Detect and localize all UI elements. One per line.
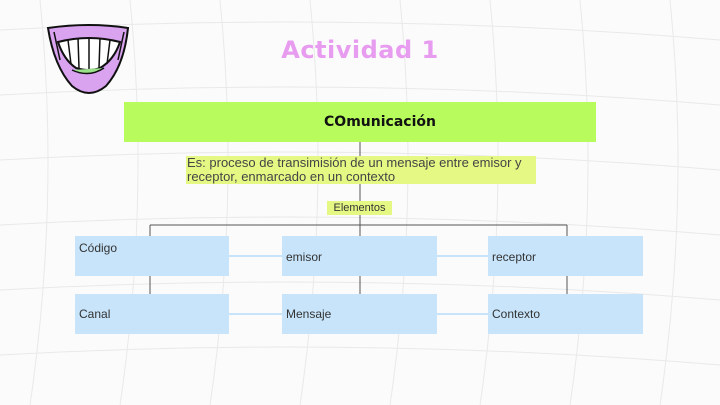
node-codigo: Código [75,236,229,276]
node-label: emisor [286,250,323,264]
node-canal: Canal [75,294,229,334]
node-mensaje: Mensaje [282,294,437,334]
elements-label: Elementos [327,201,392,215]
node-label: Contexto [492,307,541,321]
mouth-teeth-icon [46,24,130,94]
slide-title: Actividad 1 [281,36,439,64]
definition-node: Es: proceso de transimisión de un mensaj… [186,156,536,184]
node-label: Código [79,241,118,255]
node-label: receptor [492,250,537,264]
node-receptor: receptor [488,236,643,276]
node-label: Mensaje [286,307,332,321]
node-emisor: emisor [282,236,437,276]
node-label: Canal [79,307,111,321]
node-contexto: Contexto [488,294,643,334]
root-node: COmunicación [124,102,596,142]
